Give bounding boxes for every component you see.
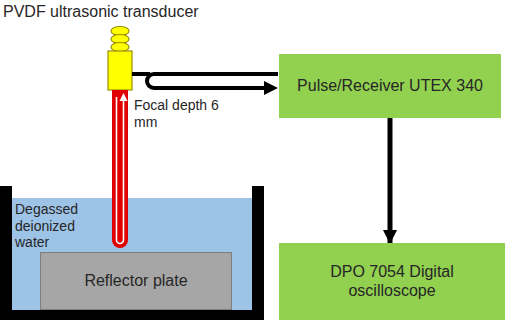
dimension-label: Focal depth 6 mm <box>134 97 220 130</box>
signal-arrow <box>388 118 393 243</box>
water-region: Degassed deionized waterReflector plate <box>12 198 252 310</box>
cable-stub <box>132 72 150 76</box>
device-box: DPO 7054 Digital oscilloscope <box>279 243 505 320</box>
node-text: Degassed deionized water <box>15 201 97 251</box>
part-name: PVDF ultrasonic transducer <box>3 3 199 22</box>
transducer-body <box>108 51 132 90</box>
reflector-plate: Reflector plate <box>40 252 232 310</box>
water-tank <box>0 186 264 320</box>
node-text: Reflector plate <box>84 272 187 291</box>
cable-arrowhead <box>264 81 278 95</box>
node-text: Pulse/Receiver UTEX 340 <box>297 77 483 96</box>
focal-arrowhead <box>120 93 128 101</box>
node-text: DPO 7054 Digital oscilloscope <box>287 263 497 301</box>
focal-beam <box>112 90 128 248</box>
cable-arrow <box>147 74 278 88</box>
water-fill <box>12 198 252 310</box>
transducer-connector <box>111 27 129 52</box>
focal-arrow <box>117 97 124 244</box>
device-box: Pulse/Receiver UTEX 340 <box>279 54 501 118</box>
